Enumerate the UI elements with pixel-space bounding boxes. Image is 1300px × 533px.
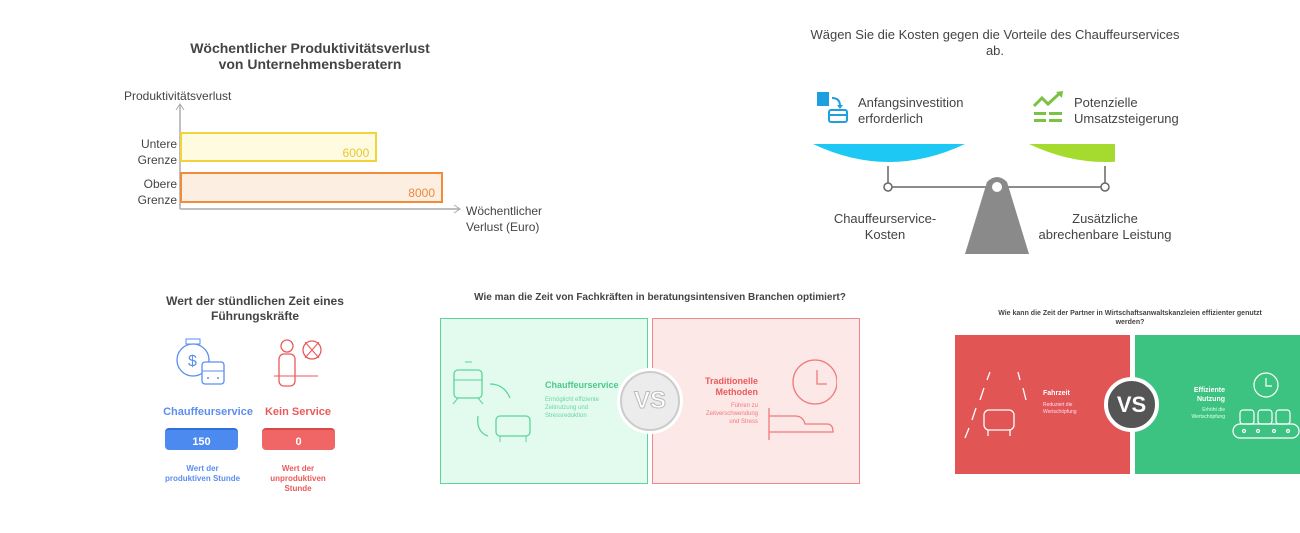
scale-title-2: ab. (985, 43, 1005, 58)
train-car-cycle-icon (452, 361, 531, 442)
y-axis-label: Produktivitätsverlust (124, 89, 232, 103)
chauffeur-label: Chauffeurservice (163, 406, 253, 418)
compare1-title: Wie man die Zeit von Fachkräften in bera… (474, 292, 846, 303)
watch-money-bus-icon: $ (176, 338, 225, 385)
efficient-panel (1135, 335, 1300, 474)
svg-text:$: $ (188, 353, 197, 370)
scale-title: Wägen Sie die Kosten gegen die Vorteile … (810, 27, 1180, 42)
chart-title: Wöchentlicher Produktivitätsverlust (190, 40, 430, 56)
vs-badge-2: VS (1104, 377, 1159, 432)
growth-chart-icon (1032, 91, 1063, 122)
chart-title-2: von Unternehmensberatern (218, 56, 402, 72)
scale-left-bottom-label: Chauffeurservice- (833, 211, 937, 226)
balance-scale-icon (813, 144, 1115, 254)
vs-badge: VS (620, 371, 680, 431)
no-service-label: Kein Service (264, 406, 332, 418)
scale-right-top-label: Potenzielle (1074, 95, 1138, 110)
seated-person-cross-icon (274, 339, 322, 387)
chauffeur-value: 150 (165, 428, 238, 450)
chauffeur-panel (440, 318, 648, 484)
investment-icon (817, 92, 848, 123)
no-service-value: 0 (262, 428, 335, 450)
travel-title: Fahrzeit (1043, 390, 1070, 397)
compare2-title: Wie kann die Zeit der Partner in Wirtsch… (998, 310, 1262, 326)
travel-panel (955, 335, 1130, 474)
clock-seats-icon (1232, 372, 1300, 439)
scale-right-bottom-label: Zusätzliche (1072, 211, 1138, 226)
hourly-title: Wert der stündlichen Zeit eines (166, 294, 344, 308)
scale-left-top-label: Anfangsinvestition (858, 95, 964, 110)
x-axis-label: Wöchentlicher (466, 204, 543, 218)
x-axis-label-2: Verlust (Euro) (466, 220, 540, 234)
bar-untere-grenze: 6000 (180, 132, 378, 162)
chauffeur-title: Chauffeurservice (545, 380, 619, 390)
bar-obere-grenze: 8000 (180, 172, 443, 203)
clock-bed-icon (768, 359, 837, 440)
bar-value-label: 6000 (342, 146, 370, 160)
road-car-icon (964, 371, 1027, 439)
bar-value-label: 8000 (408, 186, 435, 200)
